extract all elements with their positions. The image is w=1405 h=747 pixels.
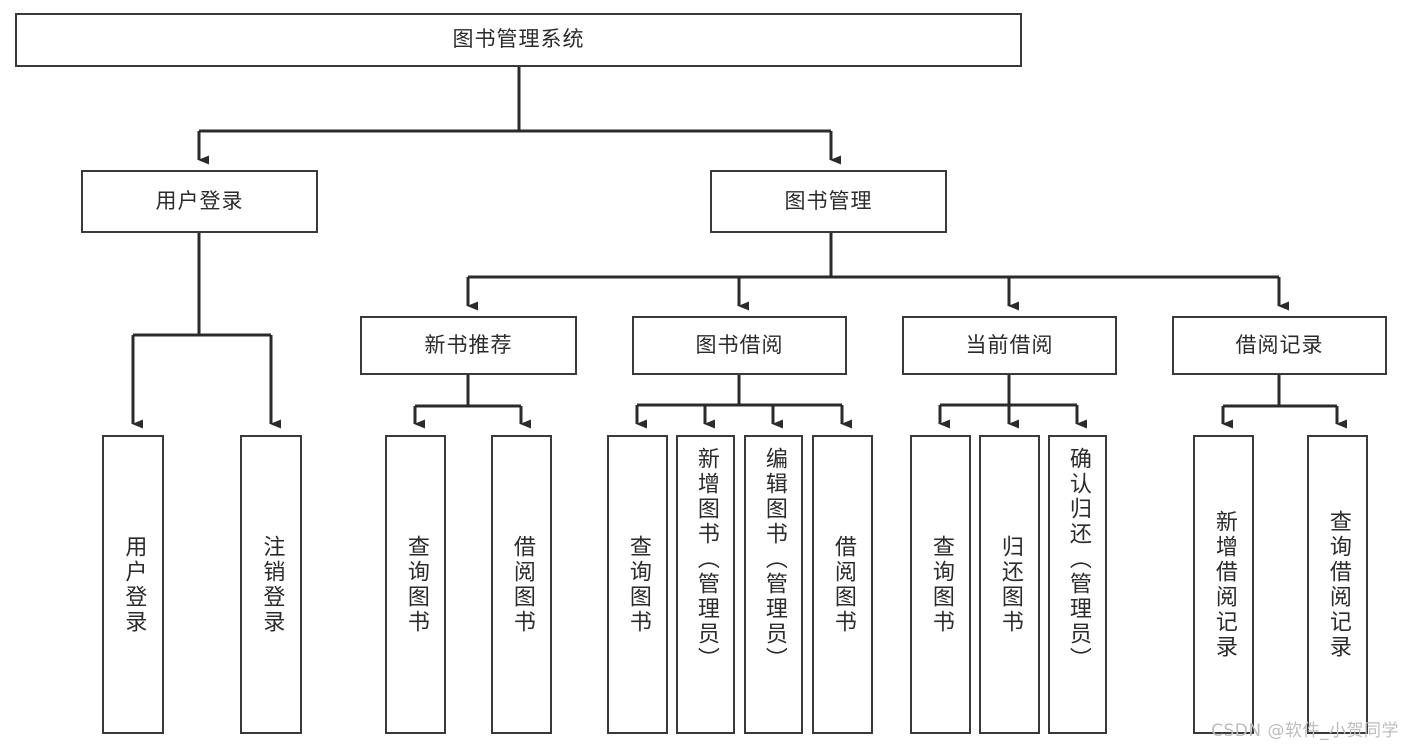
leaf-query-book-borrow[interactable]: 查询图书 xyxy=(607,435,668,734)
leaf-return-book[interactable]: 归还图书 xyxy=(979,435,1040,734)
leaf-query-borrow-record[interactable]: 查询借阅记录 xyxy=(1307,435,1368,734)
node-label: 用户登录 xyxy=(155,188,244,213)
node-label: 图书管理 xyxy=(784,188,873,213)
node-label: 图书借阅 xyxy=(695,332,784,357)
node-label: 查询图书 xyxy=(928,534,954,635)
leaf-borrow-book-recommend[interactable]: 借阅图书 xyxy=(491,435,552,734)
node-user-login[interactable]: 用户登录 xyxy=(81,170,318,233)
node-label: 借阅记录 xyxy=(1235,332,1324,357)
node-label: 借阅图书 xyxy=(830,534,856,635)
node-new-book-recommend[interactable]: 新书推荐 xyxy=(360,316,577,375)
csdn-watermark: CSDN @软件_小贺同学 xyxy=(1211,721,1399,741)
node-label: 新增图书（管理员） xyxy=(693,447,719,672)
node-label: 确认归还（管理员） xyxy=(1065,447,1091,672)
leaf-borrow-book[interactable]: 借阅图书 xyxy=(812,435,873,734)
node-label: 用户登录 xyxy=(121,534,147,635)
node-label: 查询借阅记录 xyxy=(1325,509,1351,660)
node-root-system[interactable]: 图书管理系统 xyxy=(15,13,1022,67)
node-label: 查询图书 xyxy=(403,534,429,635)
node-label: 编辑图书（管理员） xyxy=(761,447,787,672)
node-label: 新书推荐 xyxy=(424,332,513,357)
node-label: 当前借阅 xyxy=(965,332,1054,357)
node-borrow-record[interactable]: 借阅记录 xyxy=(1172,316,1387,375)
node-current-borrow[interactable]: 当前借阅 xyxy=(902,316,1117,375)
leaf-confirm-return-admin[interactable]: 确认归还（管理员） xyxy=(1048,435,1107,734)
leaf-logout[interactable]: 注销登录 xyxy=(240,435,302,734)
leaf-user-login[interactable]: 用户登录 xyxy=(102,435,164,734)
node-label: 归还图书 xyxy=(997,534,1023,635)
leaf-add-book-admin[interactable]: 新增图书（管理员） xyxy=(676,435,735,734)
node-label: 注销登录 xyxy=(259,534,285,635)
leaf-add-borrow-record[interactable]: 新增借阅记录 xyxy=(1193,435,1254,734)
node-book-borrow[interactable]: 图书借阅 xyxy=(632,316,847,375)
leaf-query-book-recommend[interactable]: 查询图书 xyxy=(385,435,446,734)
node-label: 借阅图书 xyxy=(509,534,535,635)
node-label: 图书管理系统 xyxy=(452,27,585,52)
node-label: 查询图书 xyxy=(625,534,651,635)
node-book-management[interactable]: 图书管理 xyxy=(710,170,947,233)
node-label: 新增借阅记录 xyxy=(1211,509,1237,660)
leaf-query-book-current[interactable]: 查询图书 xyxy=(910,435,971,734)
leaf-edit-book-admin[interactable]: 编辑图书（管理员） xyxy=(744,435,803,734)
